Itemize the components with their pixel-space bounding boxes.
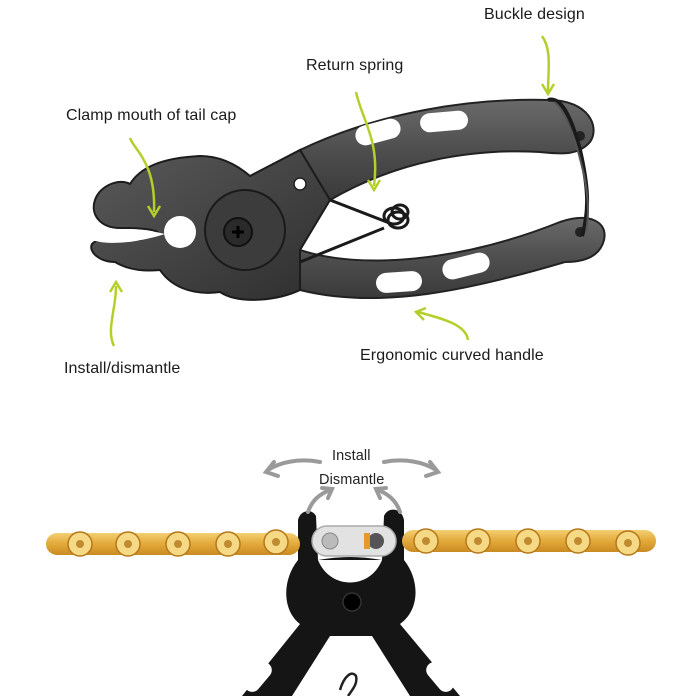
motion-label-install: Install <box>332 448 371 464</box>
motion-label-dismantle: Dismantle <box>319 472 385 488</box>
callout-arrows <box>108 35 556 347</box>
pliers-top-view <box>90 35 606 347</box>
return-spring <box>299 198 410 264</box>
pliers-head <box>90 148 332 301</box>
callout-ergonomic-handle: Ergonomic curved handle <box>360 347 544 364</box>
buckle-wire <box>547 97 590 237</box>
callout-return-spring: Return spring <box>306 57 404 74</box>
clamp-arrow-icon <box>128 137 156 213</box>
bicycle-chain <box>46 525 656 557</box>
black-pliers <box>242 509 460 696</box>
callout-buckle-design: Buckle design <box>484 6 585 23</box>
buckle-arrow-icon <box>540 35 550 93</box>
spring-arrow-icon <box>354 91 377 187</box>
callout-install-dismantle: Install/dismantle <box>64 360 181 377</box>
install-arrow-icon <box>109 285 118 347</box>
dismantle-arrow-left-icon <box>306 488 332 514</box>
callout-clamp-mouth: Clamp mouth of tail cap <box>66 107 237 124</box>
dismantle-arrow-right-icon <box>376 488 402 514</box>
handle-arrow-icon <box>417 310 470 341</box>
upper-handle <box>298 98 595 202</box>
lower-handle <box>299 217 606 300</box>
motion-arrows <box>262 458 442 514</box>
pivot-screw-icon <box>342 592 362 612</box>
